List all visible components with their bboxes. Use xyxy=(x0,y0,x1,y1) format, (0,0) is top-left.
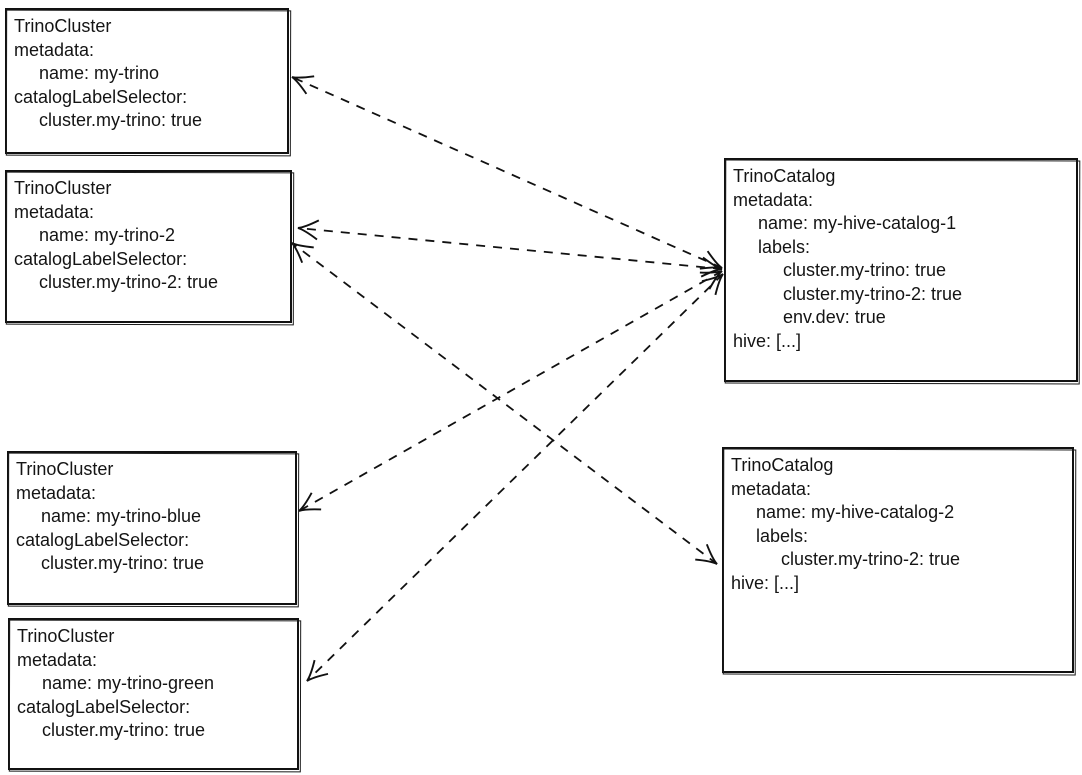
node-trino-cluster-my-trino: TrinoCluster metadata: name: my-trino catal… xyxy=(5,8,289,154)
node-text-line: hive: [...] xyxy=(731,572,800,593)
node-text-line: name: my-hive-catalog-1 xyxy=(758,213,957,233)
node-text-line: metadata: xyxy=(17,649,98,670)
node-text-line: TrinoCluster xyxy=(17,626,115,646)
node-text-line: catalogLabelSelector: xyxy=(14,248,188,269)
node-text-line: cluster.my-trino: true xyxy=(783,260,947,280)
node-text-line: name: my-trino xyxy=(39,63,160,83)
node-text-line: labels: xyxy=(756,525,809,546)
node-text-line: metadata: xyxy=(733,189,814,210)
node-text-line: cluster.my-trino: true xyxy=(39,110,203,130)
node-text-line: TrinoCluster xyxy=(14,178,112,198)
node-trino-catalog-my-hive-catalog-1: TrinoCatalog metadata: name: my-hive-catal… xyxy=(724,158,1078,382)
node-text-line: name: my-trino-blue xyxy=(41,506,202,526)
node-text-line: hive: [...] xyxy=(733,330,802,351)
node-text-line: catalogLabelSelector: xyxy=(14,86,188,107)
node-trino-cluster-my-trino-2: TrinoCluster metadata: name: my-trino-2 cat… xyxy=(5,170,292,323)
node-text-line: metadata: xyxy=(16,482,97,503)
node-trino-cluster-my-trino-blue: TrinoCluster metadata: name: my-trino-blue… xyxy=(7,451,297,605)
edge-catalog1-to-my-trino-2 xyxy=(297,219,723,278)
edge-catalog2-to-my-trino-2 xyxy=(291,242,718,565)
node-text-line: catalogLabelSelector: xyxy=(17,696,191,717)
node-text-line: cluster.my-trino: true xyxy=(41,553,205,573)
edge-catalog1-to-my-trino-green xyxy=(306,273,724,682)
node-text-line: TrinoCluster xyxy=(16,459,114,479)
node-text-line: TrinoCatalog xyxy=(731,455,834,475)
node-text-line: name: my-hive-catalog-2 xyxy=(756,502,955,522)
node-text-line: metadata: xyxy=(731,478,812,499)
node-text-line: env.dev: true xyxy=(783,307,886,327)
node-text-line: name: my-trino-2 xyxy=(39,225,176,245)
edge-catalog1-to-my-trino xyxy=(291,75,723,270)
node-text-line: cluster.my-trino-2: true xyxy=(781,549,961,569)
node-text-line: metadata: xyxy=(14,39,95,60)
node-text-line: name: my-trino-green xyxy=(42,673,215,693)
node-text-line: TrinoCatalog xyxy=(733,166,836,186)
node-trino-catalog-my-hive-catalog-2: TrinoCatalog metadata: name: my-hive-catal… xyxy=(722,447,1074,673)
node-text-line: cluster.my-trino: true xyxy=(42,720,206,740)
node-text-line: TrinoCluster xyxy=(14,16,112,36)
node-text-line: labels: xyxy=(758,236,811,257)
node-trino-cluster-my-trino-green: TrinoCluster metadata: name: my-trino-gree… xyxy=(8,618,299,770)
node-text-line: catalogLabelSelector: xyxy=(16,529,190,550)
node-text-line: cluster.my-trino-2: true xyxy=(39,272,219,292)
node-text-line: cluster.my-trino-2: true xyxy=(783,283,963,304)
edge-catalog1-to-my-trino-blue xyxy=(298,270,723,512)
node-text-line: metadata: xyxy=(14,201,95,222)
